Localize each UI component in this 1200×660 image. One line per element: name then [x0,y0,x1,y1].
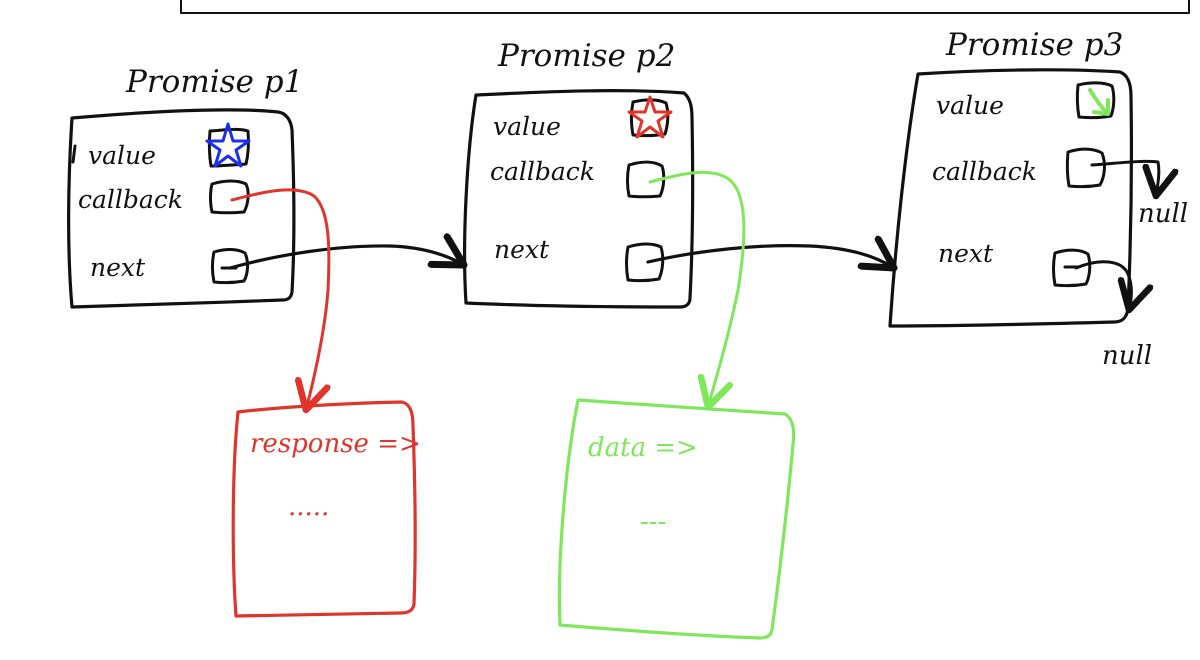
promise-p3-next-slot [1052,248,1092,288]
response-handler-box [231,400,417,618]
promise-p3: Promise p3 value callback next null null [888,27,1188,371]
promise-p2-field-callback: callback [490,157,595,186]
promise-p2-box [463,89,695,309]
promise-p1: Promise p1 value callback next [67,64,303,309]
promise-p1-value-slot [207,127,250,168]
p2-next-to-p3-arrow [646,246,894,268]
promise-p1-field-value: value [88,141,156,170]
promise-p1-next-slot [211,248,249,285]
data-handler-box [557,398,796,640]
p2-callback-to-handler-arrow [648,170,746,407]
promise-p3-field-callback: callback [932,157,1037,186]
promise-p2-title: Promise p2 [497,38,675,74]
p3-callback-null-label: null [1138,199,1188,229]
promise-p1-field-next: next [90,253,146,282]
promise-p3-value-slot [1075,81,1116,120]
promise-p2-field-next: next [494,235,550,264]
response-handler-header: response => [250,429,421,459]
p3-callback-null-arrow [1090,159,1159,196]
promise-p3-title: Promise p3 [945,27,1123,63]
promise-p2-field-value: value [493,112,561,141]
promise-p2-callback-slot [626,160,666,199]
promise-p2-value-slot [630,98,670,138]
promise-p1-callback-slot [209,179,250,215]
promise-p1-box [67,108,296,309]
response-handler-body: ..... [288,492,329,522]
promise-p3-box [888,68,1133,328]
promise-p1-field-callback: callback [78,185,183,214]
blue-star-icon [205,122,251,168]
promise-p1-edge-tick [71,144,77,164]
promise-p3-callback-slot [1065,147,1106,189]
red-star-icon [627,95,673,139]
promise-p1-title: Promise p1 [125,64,303,100]
p1-next-to-p2-arrow [228,246,464,270]
promise-p3-field-value: value [936,91,1004,120]
data-handler: data => --- [557,398,796,640]
data-handler-header: data => [588,433,698,463]
data-handler-body: --- [640,507,666,537]
promise-p2-next-slot [625,242,665,283]
p1-callback-to-handler-arrow [230,188,329,410]
p3-next-null-label: null [1102,341,1152,371]
response-handler: response => ..... [231,400,421,618]
top-frame-edge [180,0,1190,14]
p3-next-null-arrow [1074,260,1132,310]
green-check-icon [1088,88,1110,116]
promise-p3-field-next: next [938,239,994,268]
promise-p2: Promise p2 value callback next [463,38,695,309]
